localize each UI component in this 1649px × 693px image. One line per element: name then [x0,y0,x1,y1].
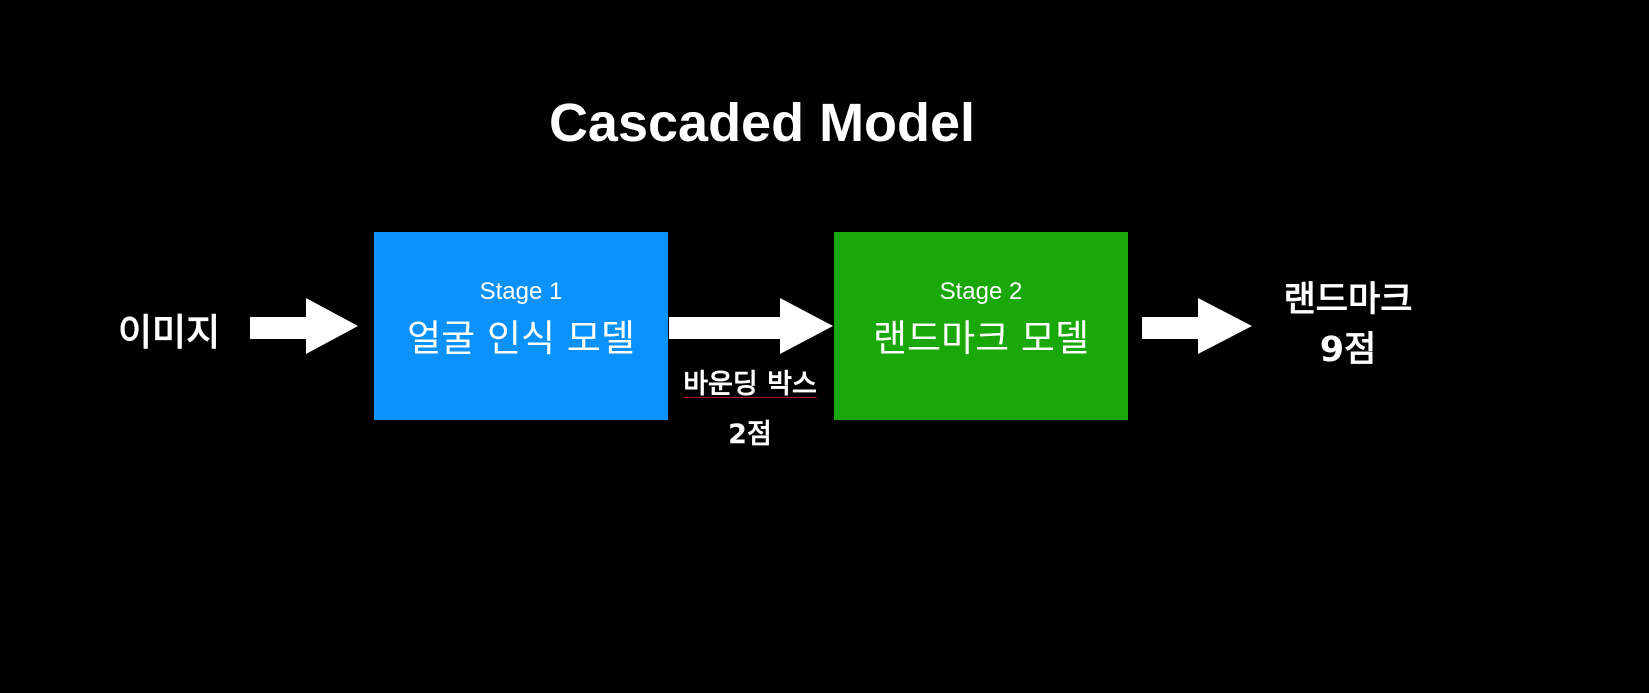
stage2-model-label: 랜드마크 모델 [872,317,1089,360]
diagram-title: Cascaded Model [548,93,976,153]
bounding-box-label: 바운딩 박스 [683,369,817,400]
right-arrow-icon [669,298,833,354]
bounding-box-points-label: 2점 [728,419,772,450]
stage1-model-label: 얼굴 인식 모델 [407,317,635,360]
intermediate-output-label: 바운딩 박스 2점 [660,360,840,460]
output-label: 랜드마크 9점 [1268,275,1428,375]
stage2-box: Stage 2 랜드마크 모델 [834,232,1128,420]
stage2-label: Stage 2 [939,278,1023,305]
landmark-points-label: 9점 [1319,330,1377,370]
stage1-box: Stage 1 얼굴 인식 모델 [374,232,668,420]
landmark-label: 랜드마크 [1283,280,1413,320]
input-label: 이미지 [118,311,221,354]
right-arrow-icon [250,298,358,354]
right-arrow-icon [1142,298,1252,354]
stage1-label: Stage 1 [479,278,563,305]
